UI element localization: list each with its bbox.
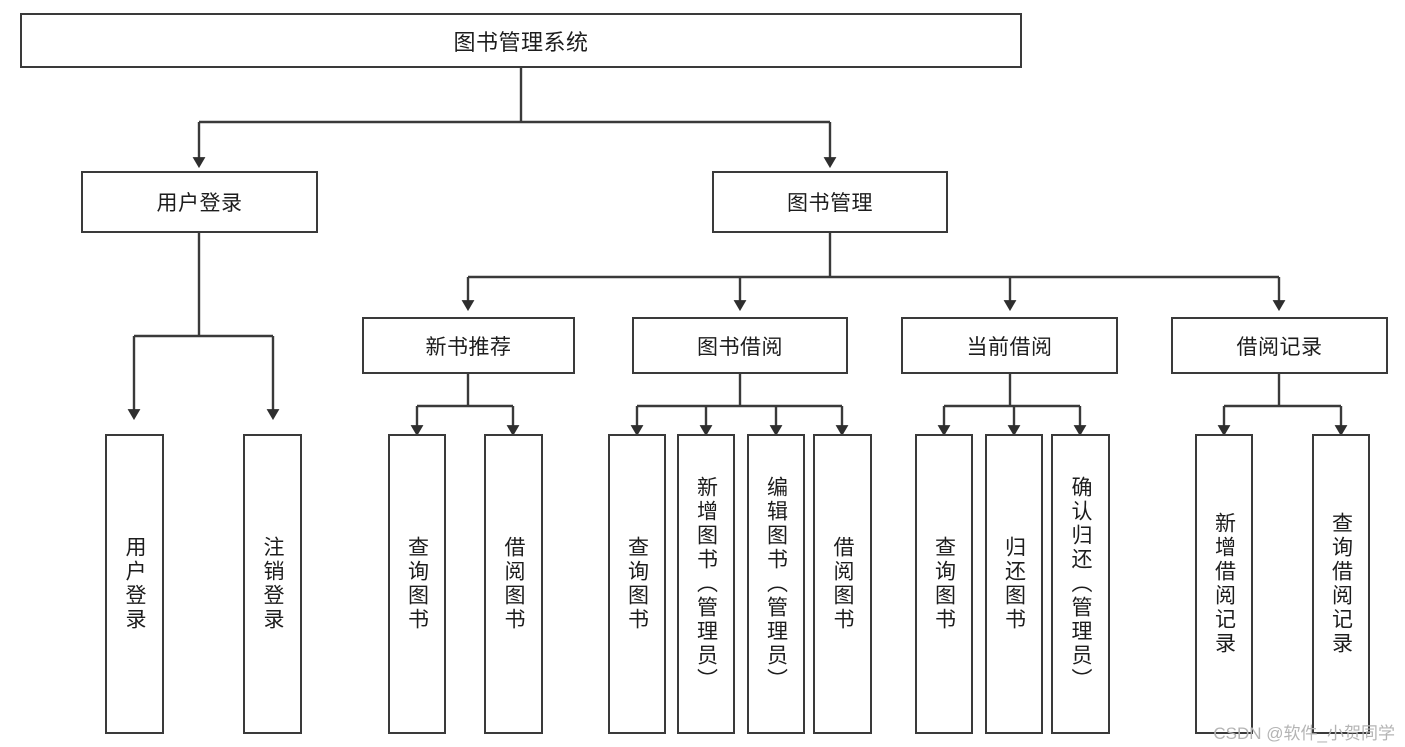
leaf-query-book-borrow[interactable]: 查询图书 [608,434,666,734]
node-book-borrow[interactable]: 图书借阅 [632,317,848,374]
node-borrow-record[interactable]: 借阅记录 [1171,317,1388,374]
leaf-add-book[interactable]: 新增图书（管理员） [677,434,735,734]
leaf-logout-login[interactable]: 注销登录 [243,434,302,734]
node-current-borrow[interactable]: 当前借阅 [901,317,1118,374]
leaf-user-login[interactable]: 用户登录 [105,434,164,734]
node-user-login[interactable]: 用户登录 [81,171,318,233]
node-root-system[interactable]: 图书管理系统 [20,13,1022,68]
leaf-borrow-book-recommend[interactable]: 借阅图书 [484,434,543,734]
node-new-book-recommend[interactable]: 新书推荐 [362,317,575,374]
leaf-query-book-recommend[interactable]: 查询图书 [388,434,446,734]
csdn-watermark: CSDN @软件_小贺同学 [1213,724,1395,743]
node-book-management[interactable]: 图书管理 [712,171,948,233]
leaf-return-book[interactable]: 归还图书 [985,434,1043,734]
leaf-edit-book[interactable]: 编辑图书（管理员） [747,434,805,734]
leaf-borrow-book[interactable]: 借阅图书 [813,434,872,734]
leaf-query-book-current[interactable]: 查询图书 [915,434,973,734]
leaf-query-borrow-record[interactable]: 查询借阅记录 [1312,434,1370,734]
leaf-add-borrow-record[interactable]: 新增借阅记录 [1195,434,1253,734]
leaf-confirm-return[interactable]: 确认归还（管理员） [1051,434,1110,734]
